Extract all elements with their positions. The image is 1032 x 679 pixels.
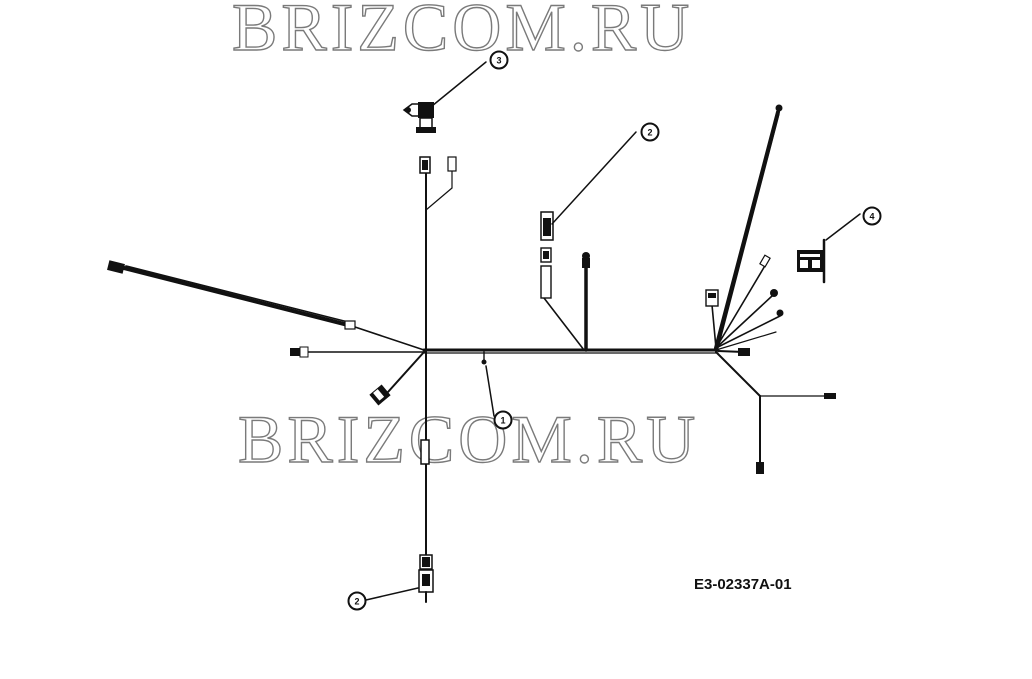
callout-4-label: 4: [869, 212, 874, 222]
callout-3-label: 3: [496, 56, 501, 66]
left-short-cable: [290, 346, 425, 358]
relay-component: [797, 238, 826, 284]
callout-leaders: [365, 61, 861, 601]
harness-pin: [481, 351, 487, 365]
watermark-top: BRIZCOM.RU: [232, 0, 693, 65]
callout-2-top: 2: [640, 122, 660, 142]
callout-3: 3: [489, 50, 509, 70]
callout-2-bottom: 2: [347, 591, 367, 611]
right-wire-bundle: [705, 104, 784, 356]
connector-top-right: [447, 156, 457, 172]
ignition-key-switch: [402, 102, 436, 133]
callout-1: 1: [493, 410, 513, 430]
drawing-code: E3-02337A-01: [694, 576, 792, 593]
callout-2-bottom-label: 2: [354, 597, 359, 607]
lower-right-branch: [715, 351, 836, 474]
middle-branch: [540, 211, 590, 352]
callout-1-label: 1: [500, 416, 505, 426]
main-harness-trunk: [422, 348, 720, 354]
callout-2-top-label: 2: [647, 128, 652, 138]
vertical-harness-branch: [418, 156, 457, 603]
left-long-cable: [107, 260, 425, 351]
watermark-middle: BRIZCOM.RU: [238, 401, 699, 477]
callout-4: 4: [862, 206, 882, 226]
lower-left-connector: [369, 351, 425, 406]
